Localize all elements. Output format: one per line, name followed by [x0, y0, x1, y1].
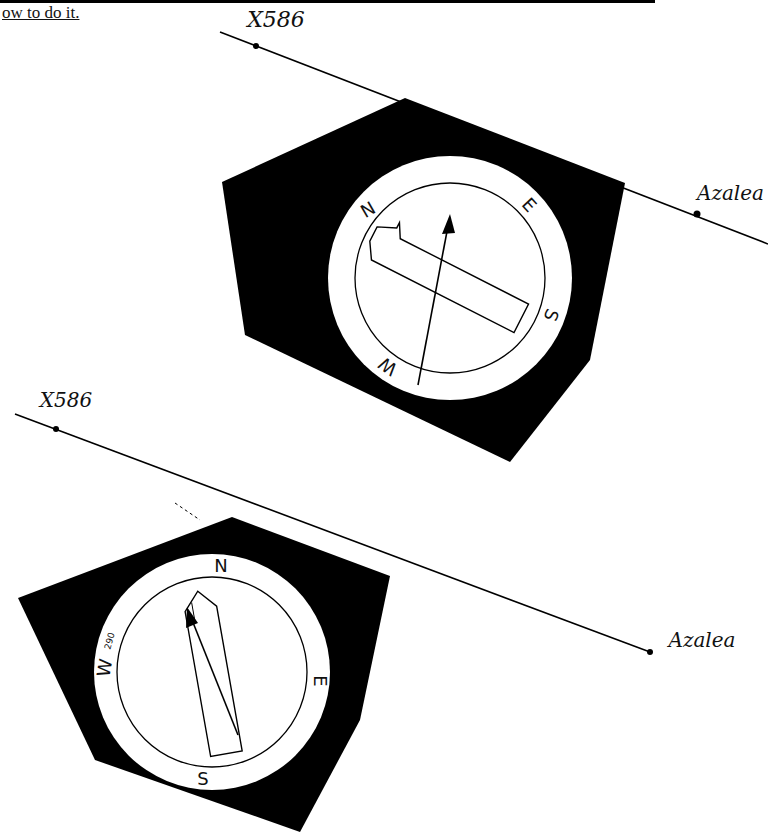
- map-point: [647, 649, 653, 655]
- needle-head: [442, 214, 455, 234]
- compass-housing: [355, 183, 545, 373]
- map-point: [694, 211, 701, 218]
- point-label: X586: [40, 390, 92, 410]
- guide-line: [175, 503, 200, 520]
- compass-bezel: [328, 156, 572, 400]
- point-label: Azalea: [697, 183, 764, 203]
- document-heading: ow to do it.: [2, 4, 79, 21]
- compass-letter: E: [311, 675, 329, 686]
- map-point: [253, 43, 259, 49]
- point-label: X586: [247, 9, 305, 31]
- page-rule: [0, 0, 655, 3]
- compass-bezel: [94, 554, 330, 790]
- compass-needle: [192, 620, 238, 735]
- orienting-arrow: [182, 588, 242, 756]
- compass-housing: [117, 577, 307, 767]
- compass-baseplate: [18, 517, 390, 832]
- map-point: [53, 426, 59, 432]
- compass-baseplate: [222, 98, 625, 462]
- point-label: Azalea: [668, 630, 735, 650]
- needle-head: [186, 607, 198, 628]
- compass-needle: [418, 226, 448, 385]
- compass-letter: W: [95, 658, 116, 679]
- compass-letter: N: [214, 557, 227, 575]
- compass-letter: S: [197, 770, 208, 788]
- orienting-arrow: [363, 214, 535, 332]
